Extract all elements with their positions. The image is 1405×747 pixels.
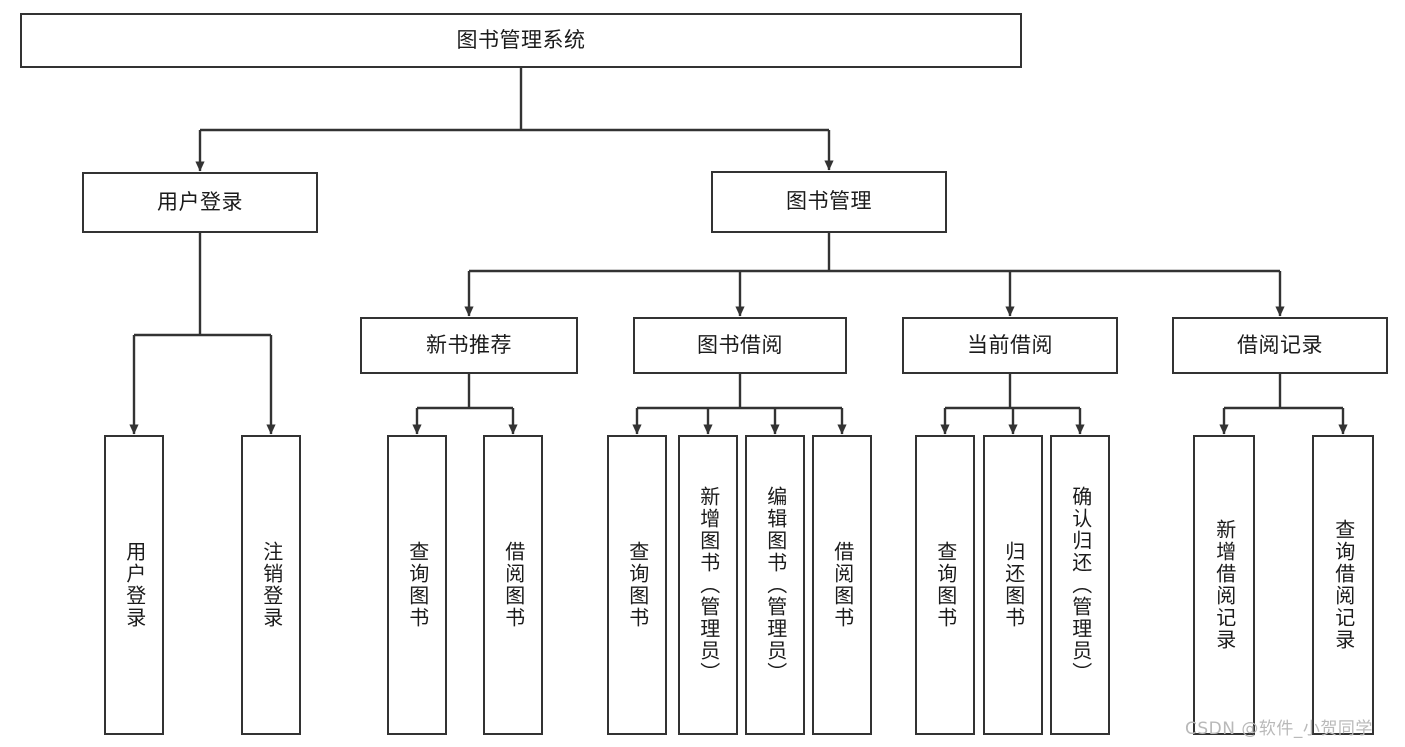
node-leaf-4-2[interactable]: 归还图书 [983, 435, 1043, 735]
node-label: 图书管理系统 [456, 27, 586, 52]
node-current[interactable]: 当前借阅 [902, 317, 1118, 374]
node-leaf-3-3[interactable]: 编辑图书（管理员） [745, 435, 805, 735]
node-label: 当前借阅 [967, 332, 1053, 357]
node-leaf-5-2[interactable]: 查询借阅记录 [1312, 435, 1374, 735]
node-root[interactable]: 图书管理系统 [20, 13, 1022, 68]
node-label: 用户登录 [122, 541, 147, 629]
node-label: 新增借阅记录 [1212, 519, 1237, 651]
node-leaf-3-2[interactable]: 新增图书（管理员） [678, 435, 738, 735]
node-label: 查询图书 [933, 541, 958, 629]
node-label: 查询借阅记录 [1331, 519, 1356, 651]
node-label: 注销登录 [259, 541, 284, 629]
node-leaf-2-2[interactable]: 借阅图书 [483, 435, 543, 735]
node-leaf-2-1[interactable]: 查询图书 [387, 435, 447, 735]
node-leaf-4-1[interactable]: 查询图书 [915, 435, 975, 735]
node-label: 借阅图书 [501, 541, 526, 629]
watermark-text: CSDN @软件_小贺同学 [1185, 719, 1373, 739]
node-leaf-3-1[interactable]: 查询图书 [607, 435, 667, 735]
node-bookmgmt[interactable]: 图书管理 [711, 171, 947, 233]
node-leaf-4-3[interactable]: 确认归还（管理员） [1050, 435, 1110, 735]
node-newbook[interactable]: 新书推荐 [360, 317, 578, 374]
node-label: 确认归还（管理员） [1068, 486, 1093, 684]
node-borrow[interactable]: 图书借阅 [633, 317, 847, 374]
node-records[interactable]: 借阅记录 [1172, 317, 1388, 374]
node-label: 新增图书（管理员） [696, 486, 721, 684]
node-label: 借阅记录 [1237, 332, 1323, 357]
node-leaf-3-4[interactable]: 借阅图书 [812, 435, 872, 735]
node-label: 编辑图书（管理员） [763, 486, 788, 684]
node-label: 新书推荐 [426, 332, 512, 357]
node-label: 图书管理 [786, 189, 872, 214]
node-label: 查询图书 [625, 541, 650, 629]
node-label: 借阅图书 [830, 541, 855, 629]
node-leaf-5-1[interactable]: 新增借阅记录 [1193, 435, 1255, 735]
node-label: 归还图书 [1001, 541, 1026, 629]
node-label: 图书借阅 [697, 332, 783, 357]
node-leaf-1-1[interactable]: 用户登录 [104, 435, 164, 735]
node-leaf-1-2[interactable]: 注销登录 [241, 435, 301, 735]
node-label: 查询图书 [405, 541, 430, 629]
node-label: 用户登录 [157, 189, 243, 214]
node-login[interactable]: 用户登录 [82, 172, 318, 233]
